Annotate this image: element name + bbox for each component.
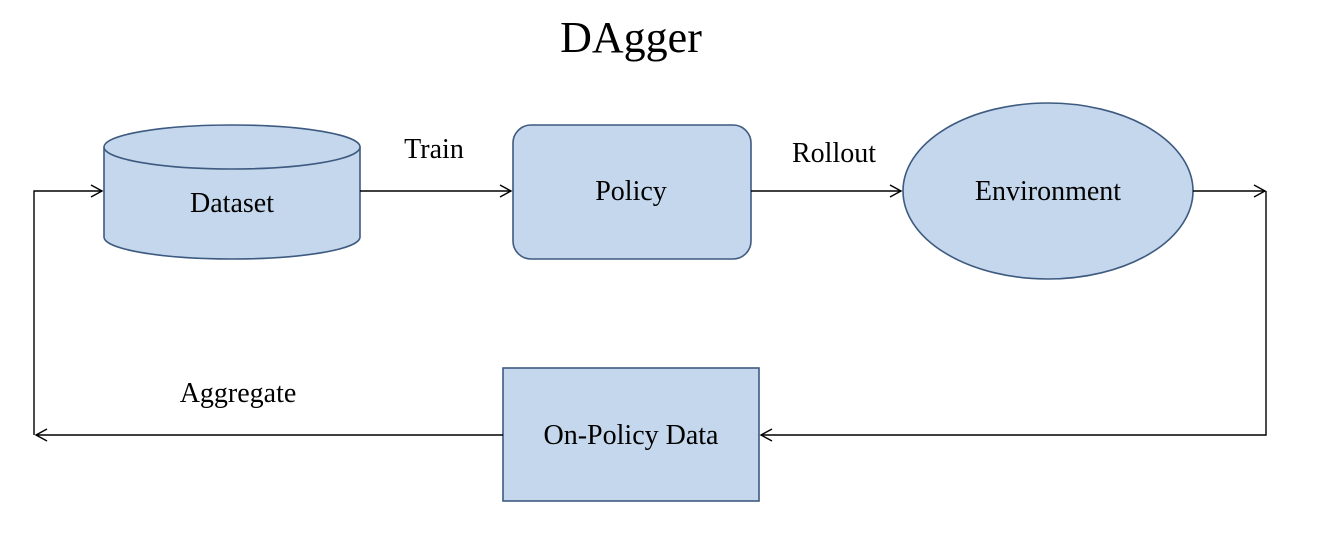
train-edge-label: Train	[404, 134, 464, 165]
policy-node: Policy	[512, 124, 752, 260]
aggregate-edge-label: Aggregate	[180, 378, 297, 409]
environment-label: Environment	[975, 176, 1121, 207]
on-policy-data-label: On-Policy Data	[544, 420, 720, 451]
policy-label: Policy	[595, 176, 667, 207]
diagram-title: DAgger	[560, 13, 702, 62]
to-on-policy-data-edge	[759, 191, 1267, 442]
dataset-cylinder-top	[103, 124, 361, 170]
dataset-cylinder-body	[103, 147, 361, 260]
on-policy-data-node: On-Policy Data	[502, 367, 760, 502]
to-dataset-edge	[33, 184, 104, 435]
policy-box	[512, 124, 752, 260]
on-policy-data-box	[502, 367, 760, 502]
dataset-node: Dataset	[103, 124, 361, 260]
environment-node: Environment	[902, 102, 1194, 280]
dataset-label: Dataset	[190, 188, 274, 219]
rollout-edge-label: Rollout	[792, 138, 876, 169]
